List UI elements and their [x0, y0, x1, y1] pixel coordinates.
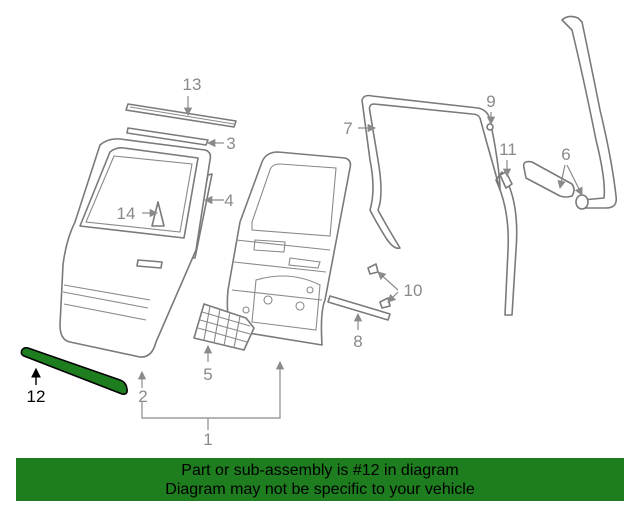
callout-5: 5 — [203, 365, 212, 384]
banner-line-2: Diagram may not be specific to your vehi… — [165, 481, 475, 498]
part-1-door-frame[interactable] — [226, 151, 352, 346]
part-3-weatherstrip[interactable] — [126, 127, 209, 146]
callout-6: 6 — [561, 145, 570, 164]
part-6-pillar-trim[interactable] — [522, 15, 618, 210]
parts-diagram: 13 3 4 14 5 7 9 11 6 10 8 2 1 12 — [20, 15, 618, 449]
callout-13: 13 — [183, 75, 202, 94]
banner-line-1: Part or sub-assembly is #12 in diagram — [181, 462, 459, 479]
callout-9: 9 — [486, 92, 495, 111]
callout-2: 2 — [138, 387, 147, 406]
callout-1: 1 — [203, 430, 212, 449]
part-9-plug[interactable] — [486, 123, 494, 131]
callout-8: 8 — [353, 332, 362, 351]
info-banner: Part or sub-assembly is #12 in diagram D… — [16, 458, 624, 501]
part-10-clips[interactable] — [367, 263, 391, 309]
part-2-door-shell[interactable] — [59, 138, 212, 358]
callout-10: 10 — [404, 281, 423, 300]
callout-14: 14 — [117, 204, 136, 223]
part-13-molding[interactable] — [125, 103, 237, 128]
part-7-seal[interactable] — [361, 94, 501, 250]
part-12-molding[interactable] — [20, 346, 128, 395]
callout-4: 4 — [224, 191, 233, 210]
callout-leaders — [31, 96, 583, 430]
part-11-channel[interactable] — [495, 171, 518, 316]
callout-3: 3 — [226, 134, 235, 153]
part-8-strip[interactable] — [327, 295, 391, 321]
callout-11: 11 — [499, 140, 517, 159]
part-5-watershield[interactable] — [193, 303, 255, 351]
callout-12: 12 — [27, 387, 46, 406]
callout-7: 7 — [343, 119, 352, 138]
